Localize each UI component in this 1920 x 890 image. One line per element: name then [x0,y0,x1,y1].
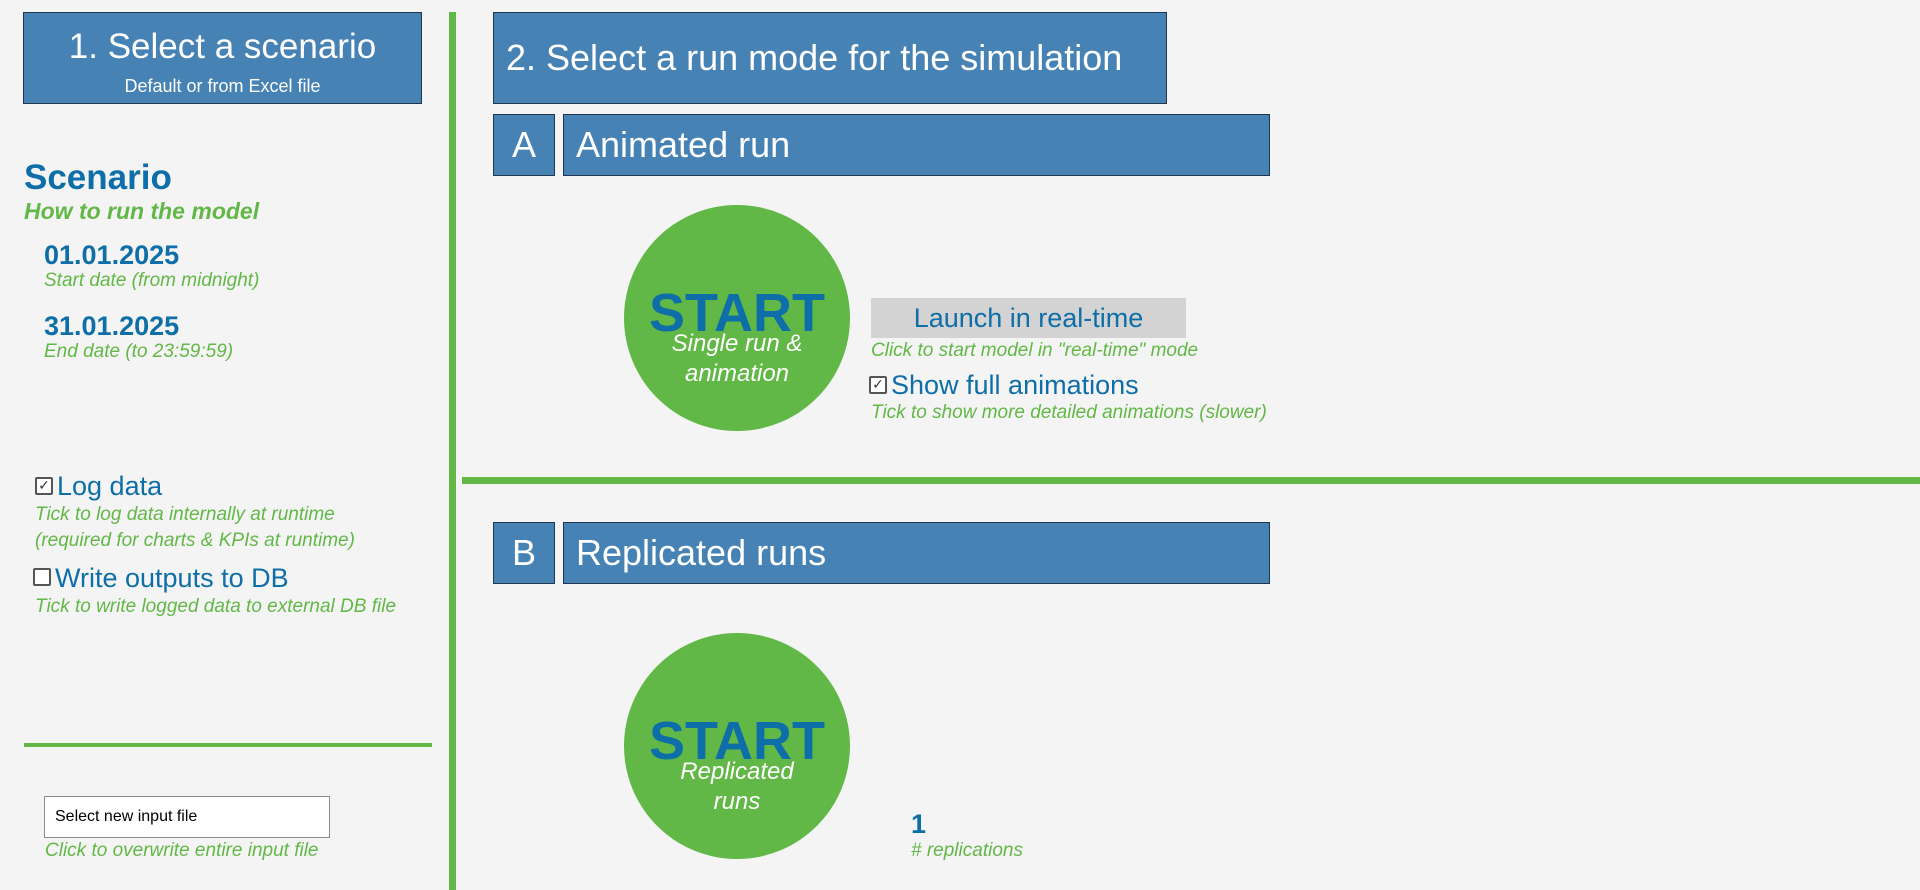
replications-value[interactable]: 1 [911,809,927,839]
start-replicated-label: START [649,711,825,771]
section-a-header: Animated run [563,114,1270,176]
start-replicated-line2: runs [713,788,761,815]
scenario-step-subtitle: Default or from Excel file [124,76,321,96]
log-data-label[interactable]: Log data [57,471,163,501]
launch-real-time-button[interactable]: Launch in real-time [871,298,1186,338]
start-animated-run-button[interactable]: START Single run & animation [624,205,850,431]
section-b-letter: B [493,522,555,584]
show-animations-label[interactable]: Show full animations [891,370,1139,400]
start-date-label: Start date (from midnight) [44,270,260,291]
start-replicated-runs-button[interactable]: START Replicated runs [624,633,850,859]
show-animations-checkbox[interactable]: ✓ [869,376,887,394]
end-date-label: End date (to 23:59:59) [44,341,234,362]
scenario-step-header: 1. Select a scenario Default or from Exc… [23,12,422,104]
log-data-hint-line1: Tick to log data internally at runtime [35,504,335,525]
scenario-subtitle: How to run the model [24,198,260,224]
launch-real-time-hint: Click to start model in "real-time" mode [871,340,1199,361]
input-file-hint: Click to overwrite entire input file [45,840,319,861]
write-db-checkbox[interactable] [33,568,51,586]
start-animated-line1: Single run & [671,330,803,357]
section-a-letter: A [493,114,555,176]
start-date-value[interactable]: 01.01.2025 [44,240,180,270]
show-animations-hint: Tick to show more detailed animations (s… [871,402,1267,423]
left-divider [24,743,432,747]
run-mode-step-title: 2. Select a run mode for the simulation [506,37,1123,78]
start-animated-label: START [649,283,825,343]
log-data-checkbox[interactable]: ✓ [35,477,53,495]
end-date-value[interactable]: 31.01.2025 [44,311,180,341]
run-mode-step-header: 2. Select a run mode for the simulation [493,12,1167,104]
scenario-title: Scenario [24,158,172,197]
write-db-label[interactable]: Write outputs to DB [55,563,289,593]
section-a-title: Animated run [576,124,791,165]
write-db-hint: Tick to write logged data to external DB… [35,596,397,617]
section-divider [462,477,1920,484]
section-b-title: Replicated runs [576,532,827,573]
input-file-selector[interactable]: Select new input file [44,796,330,838]
replications-label: # replications [911,840,1023,861]
log-data-hint-line2: (required for charts & KPIs at runtime) [35,530,355,551]
scenario-step-title: 1. Select a scenario [68,27,377,66]
section-b-header: Replicated runs [563,522,1270,584]
start-replicated-line1: Replicated [680,758,794,785]
start-animated-line2: animation [684,360,790,387]
vertical-divider [449,12,456,890]
